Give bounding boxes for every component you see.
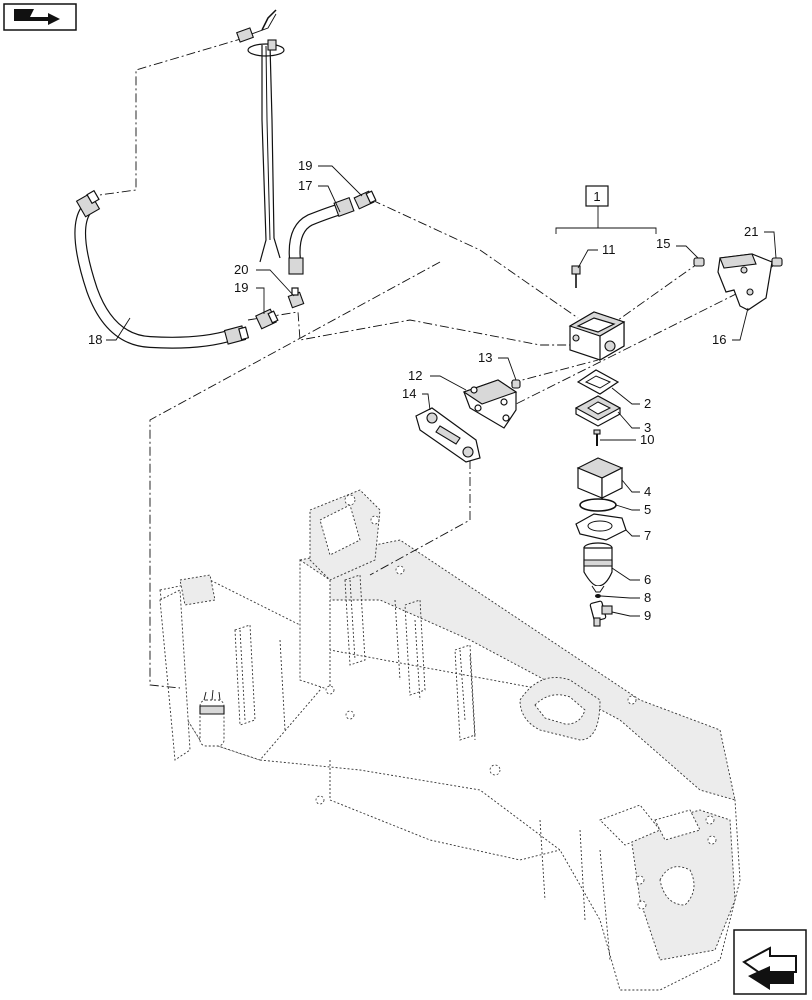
callout-6: 6 (644, 572, 651, 587)
seal-part-8[interactable] (595, 594, 601, 598)
tractor-front-frame (159, 489, 741, 991)
callout-labels: 19 17 20 19 18 11 15 21 16 13 12 14 2 3 … (88, 158, 758, 623)
callout-7: 7 (644, 528, 651, 543)
filter-head[interactable] (568, 311, 626, 362)
hose-part-17[interactable] (288, 196, 355, 275)
callout-box-1[interactable]: 1 (585, 185, 609, 207)
book-arrow-icon[interactable] (3, 3, 77, 31)
callout-20: 20 (234, 262, 248, 277)
bracket-part-14[interactable] (415, 407, 481, 463)
bowl-part-6[interactable] (583, 542, 613, 593)
o-ring-part-5[interactable] (579, 498, 617, 512)
callout-16: 16 (712, 332, 726, 347)
callout-5: 5 (644, 502, 651, 517)
callout-18: 18 (88, 332, 102, 347)
bolt-part-11[interactable] (571, 265, 581, 288)
assembly-bracket (555, 206, 657, 234)
filter-element-part-4[interactable] (576, 457, 624, 499)
callout-10: 10 (640, 432, 654, 447)
fitting-part-19-upper[interactable] (353, 190, 377, 210)
valve-plate-part-3[interactable] (574, 395, 622, 427)
fitting-part-19-lower[interactable] (255, 308, 279, 330)
callout-3: 3 (644, 420, 651, 435)
next-page-arrow-icon[interactable] (733, 929, 807, 995)
callout-17: 17 (298, 178, 312, 193)
fuel-sender-pipes (236, 9, 285, 263)
callout-8: 8 (644, 590, 651, 605)
leader-lines (106, 165, 777, 617)
bracket-part-16[interactable] (717, 253, 773, 311)
chain-lines (91, 37, 779, 689)
fitting-part-20[interactable] (287, 287, 305, 309)
hose-part-18[interactable] (74, 189, 250, 349)
nut-part-15[interactable] (693, 257, 705, 267)
drain-valve-part-9[interactable] (589, 600, 613, 627)
plate-part-12[interactable] (462, 379, 518, 429)
pin-part-10[interactable] (593, 429, 601, 446)
gasket-part-2[interactable] (576, 369, 620, 395)
callout-1: 1 (593, 189, 600, 204)
callout-21: 21 (744, 224, 758, 239)
callout-13: 13 (478, 350, 492, 365)
callout-2: 2 (644, 396, 651, 411)
callout-19-lower: 19 (234, 280, 248, 295)
nut-part-21[interactable] (771, 257, 783, 267)
callout-4: 4 (644, 484, 651, 499)
callout-19-upper: 19 (298, 158, 312, 173)
callout-15: 15 (656, 236, 670, 251)
callout-14: 14 (402, 386, 416, 401)
callout-12: 12 (408, 368, 422, 383)
seal-plate-part-7[interactable] (575, 513, 627, 541)
screw-part-13[interactable] (511, 379, 521, 389)
callout-11: 11 (602, 242, 616, 257)
fuel-filter-on-frame (199, 689, 225, 747)
callout-9: 9 (644, 608, 651, 623)
